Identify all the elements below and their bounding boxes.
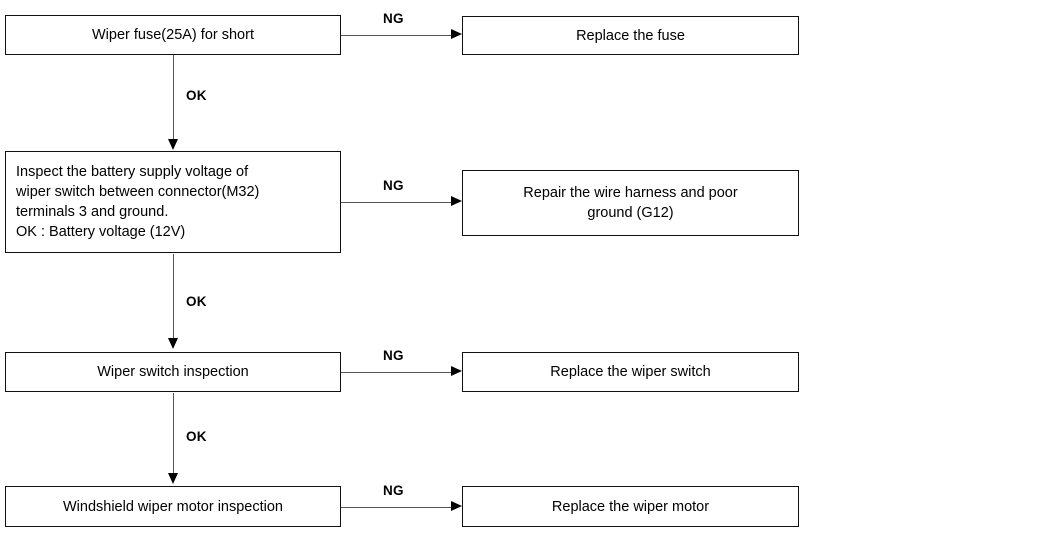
edge-motor-ng-line [341, 507, 451, 508]
edge-voltage-ng-arrowhead [451, 196, 462, 206]
node-replace-wiper-switch-label: Replace the wiper switch [550, 364, 711, 380]
node-replace-wiper-motor-label: Replace the wiper motor [551, 498, 710, 515]
node-replace-wiper-motor[interactable]: Replace the wiper motor [462, 486, 799, 527]
node-check-wiper-switch[interactable]: Wiper switch inspection [5, 352, 341, 392]
edge-voltage-ng-line [341, 202, 451, 203]
edge-motor-ng-arrowhead [451, 501, 462, 511]
edge-label-voltage-ok: OK [186, 294, 207, 309]
edge-label-motor-ng: NG [383, 483, 404, 498]
node-check-fuse-label: Wiper fuse(25A) for short [92, 27, 254, 43]
node-check-wiper-switch-label: Wiper switch inspection [97, 364, 249, 380]
node-replace-fuse-label: Replace the fuse [576, 27, 685, 44]
edge-label-fuse-ng: NG [383, 11, 404, 26]
edge-voltage-ok-arrowhead [168, 338, 178, 349]
node-check-wiper-motor-label: Windshield wiper motor inspection [62, 498, 283, 515]
edge-switch-ok-arrowhead [168, 473, 178, 484]
node-replace-wiper-switch[interactable]: Replace the wiper switch [462, 352, 799, 392]
edge-fuse-ok-arrowhead [168, 139, 178, 150]
edge-switch-ng-arrowhead [451, 366, 462, 376]
node-replace-fuse[interactable]: Replace the fuse [462, 16, 799, 55]
node-check-fuse[interactable]: Wiper fuse(25A) for short [5, 15, 341, 55]
edge-fuse-ng-line [341, 35, 451, 36]
node-check-wiper-motor[interactable]: Windshield wiper motor inspection [5, 486, 341, 527]
node-repair-harness-label: Repair the wire harness and poor ground … [523, 185, 738, 221]
edge-label-voltage-ng: NG [383, 178, 404, 193]
node-check-battery-voltage[interactable]: Inspect the battery supply voltage of wi… [5, 151, 341, 253]
edge-label-switch-ok: OK [186, 429, 207, 444]
node-repair-harness[interactable]: Repair the wire harness and poor ground … [462, 170, 799, 236]
edge-fuse-ok-line [173, 55, 174, 139]
edge-voltage-ok-line [173, 254, 174, 338]
edge-label-fuse-ok: OK [186, 88, 207, 103]
edge-label-switch-ng: NG [383, 348, 404, 363]
edge-switch-ng-line [341, 372, 451, 373]
node-check-battery-voltage-label: Inspect the battery supply voltage of wi… [16, 164, 260, 240]
edge-switch-ok-line [173, 393, 174, 475]
edge-fuse-ng-arrowhead [451, 29, 462, 39]
